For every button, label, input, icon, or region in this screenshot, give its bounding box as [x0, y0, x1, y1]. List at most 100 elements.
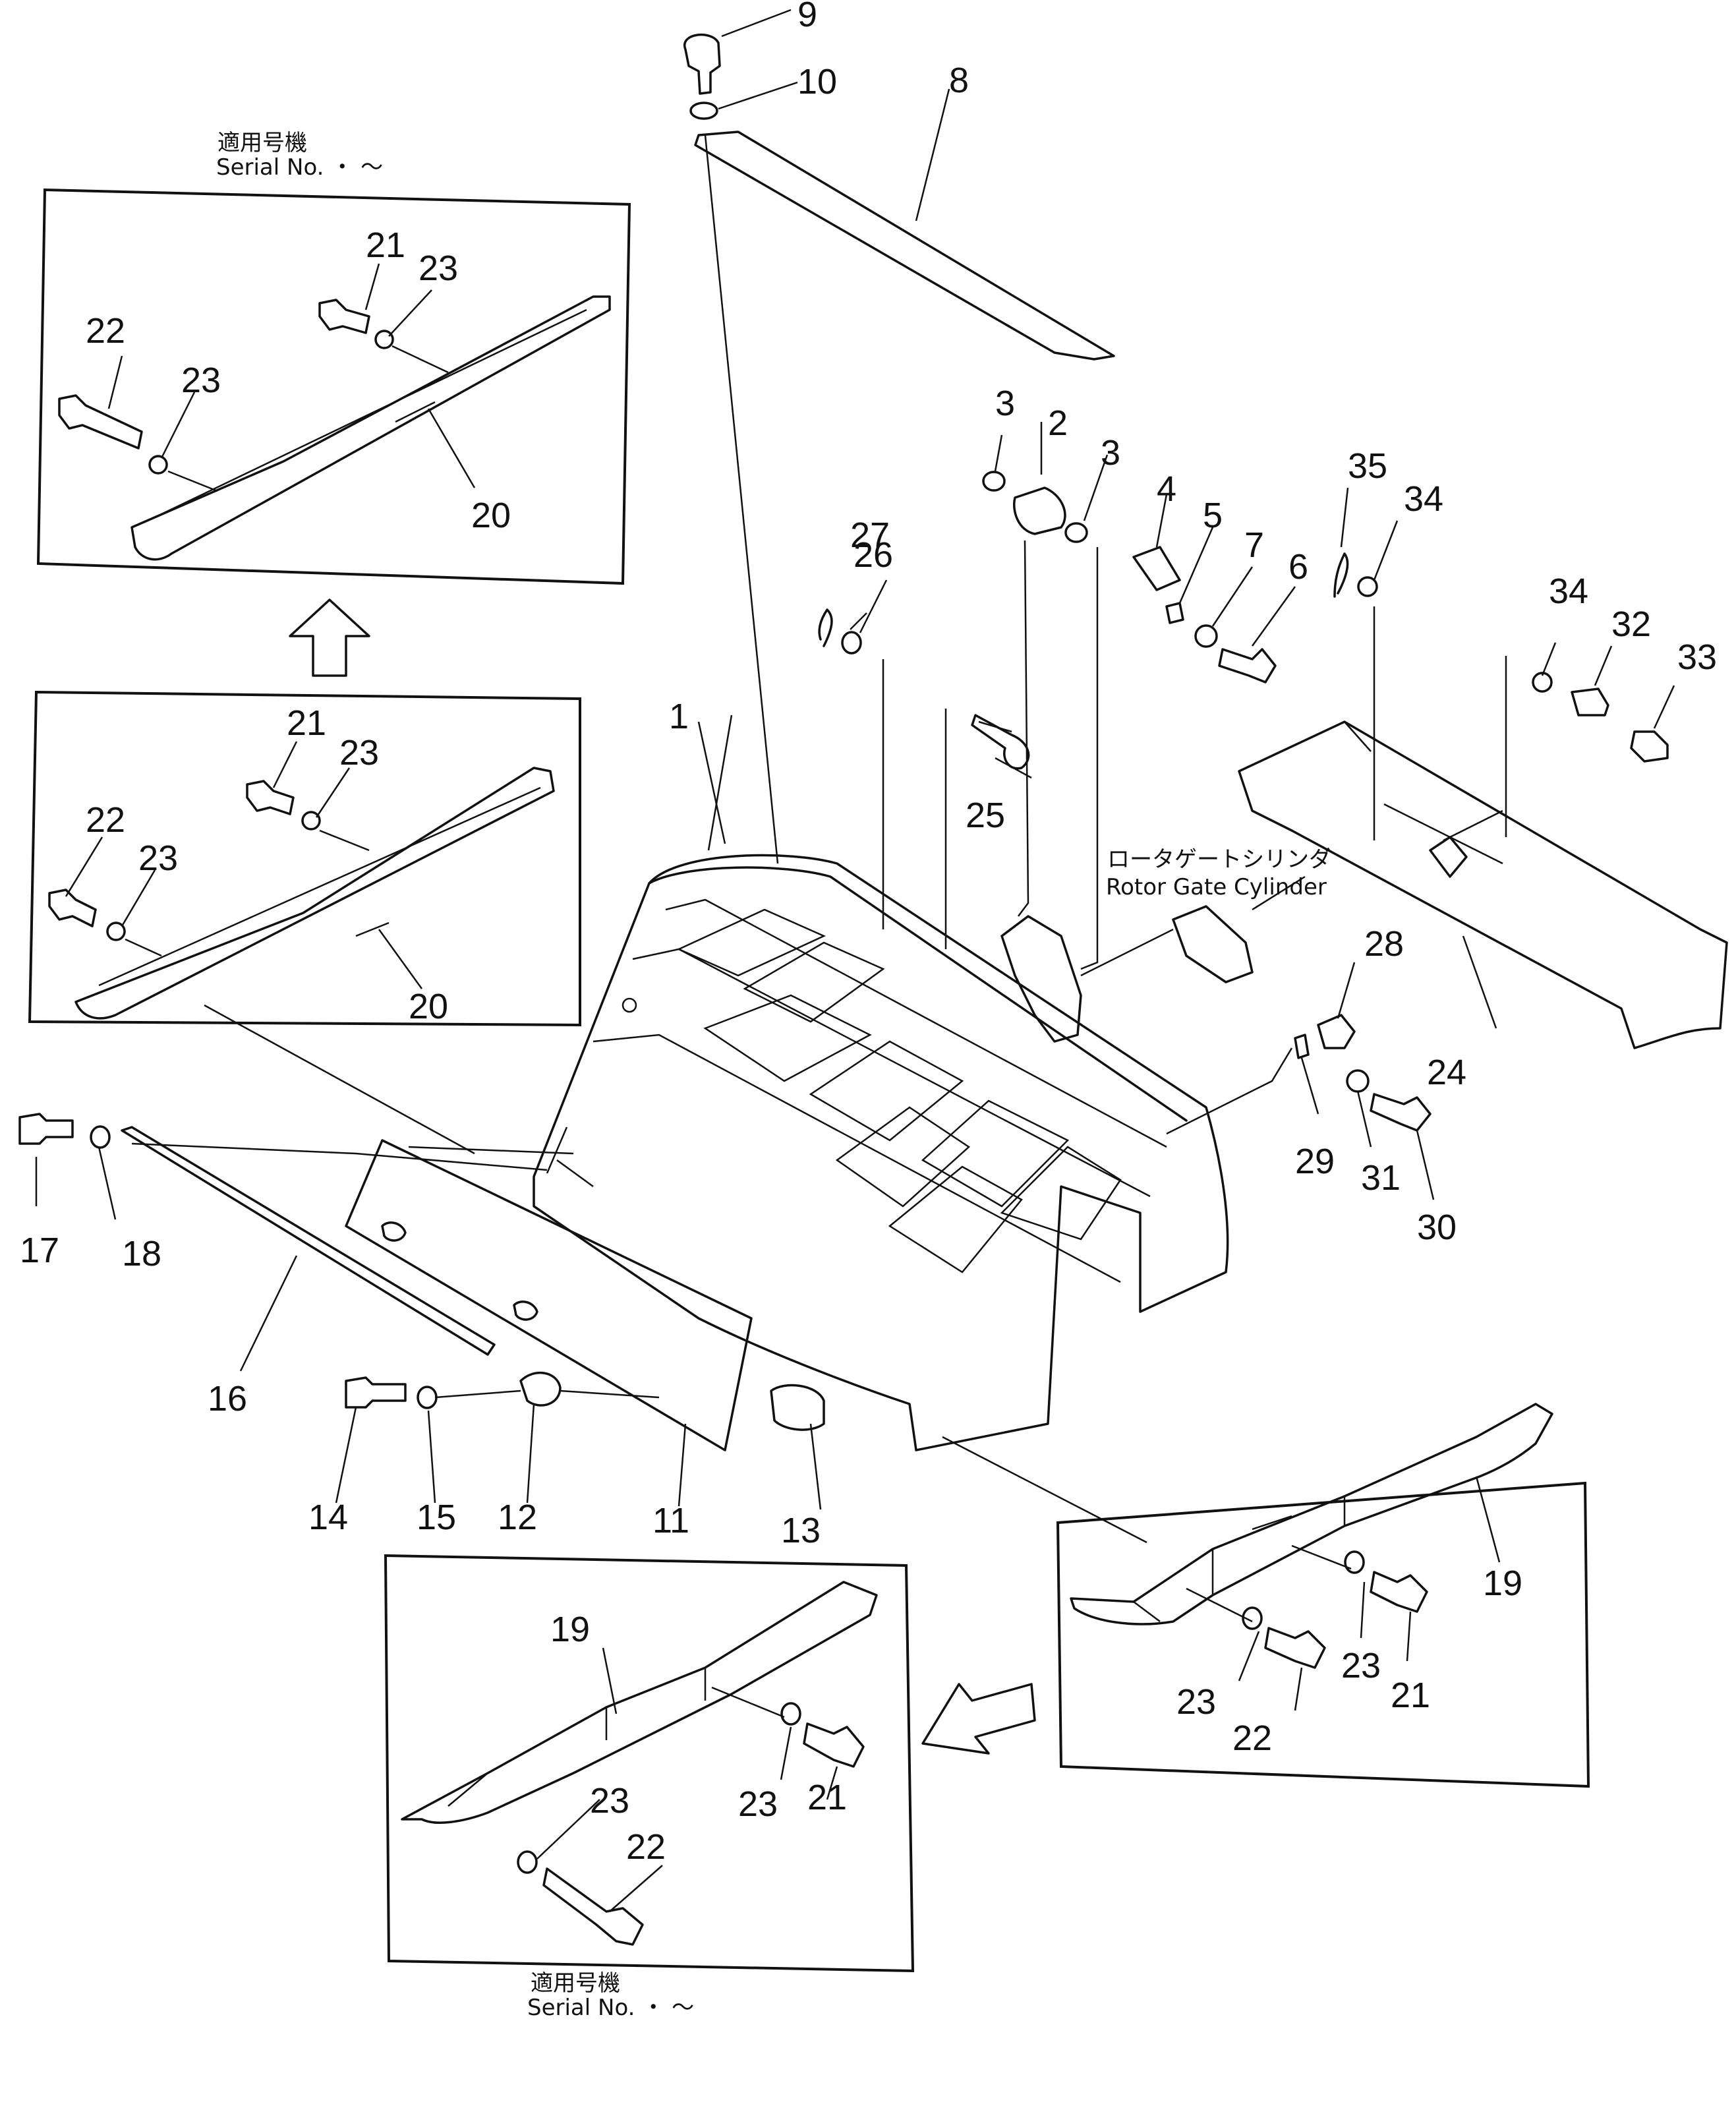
cotter-pin-icon — [1333, 552, 1349, 598]
bolt-icon — [18, 1113, 74, 1145]
bolt-icon — [48, 889, 97, 927]
callout-numbers: 1 2 3 3 4 5 6 7 8 9 10 11 12 13 14 15 16… — [20, 0, 1717, 1867]
callout: 22 — [86, 311, 125, 351]
washer-icon — [1357, 576, 1378, 597]
callout: 23 — [339, 733, 379, 773]
callout: 20 — [409, 987, 448, 1026]
bolt-icon — [542, 1867, 644, 1946]
callout: 2 — [1048, 403, 1068, 443]
side-beam-part — [401, 1581, 878, 1824]
callout: 21 — [366, 225, 405, 265]
side-strip-part — [121, 1126, 496, 1356]
side-beam-part — [74, 767, 555, 1020]
washer-icon — [1344, 1550, 1365, 1574]
bracket-part — [1000, 915, 1082, 1043]
callout: 8 — [949, 61, 969, 100]
washer-icon — [106, 921, 126, 941]
bolt-icon — [318, 299, 370, 334]
up-arrow-icon — [289, 599, 370, 677]
rotor-gate-en-label: Rotor Gate Cylinder — [1106, 874, 1327, 900]
side-beam-part — [130, 295, 611, 561]
bushing-icon — [982, 471, 1006, 492]
washer-icon — [417, 1386, 438, 1409]
callout: 22 — [86, 800, 125, 840]
washer-icon — [1194, 624, 1218, 648]
inset-frame-middle — [28, 690, 581, 1027]
bolt-icon — [1264, 1627, 1326, 1669]
washer-icon — [689, 102, 718, 120]
callout: 21 — [287, 703, 326, 743]
rotor-gate-jp-label: ロータゲートシリンダ — [1107, 846, 1331, 873]
rotor-cover-part — [533, 854, 1229, 1451]
side-beam-part — [1070, 1403, 1553, 1625]
pin-part — [1132, 546, 1181, 591]
callout: 20 — [471, 496, 511, 535]
bolt-icon — [58, 394, 143, 450]
bolt-icon — [803, 1722, 865, 1768]
callout: 34 — [1404, 479, 1443, 519]
callout: 17 — [20, 1231, 59, 1270]
callout: 3 — [1101, 433, 1120, 473]
leader-lines — [35, 9, 1675, 1912]
washer-icon — [1532, 672, 1553, 693]
callout: 23 — [419, 249, 458, 288]
callout: 34 — [1549, 571, 1588, 611]
callout: 31 — [1361, 1158, 1401, 1198]
gate-assembly-part — [1238, 720, 1728, 1049]
washer-icon — [374, 330, 394, 349]
callout: 19 — [550, 1610, 590, 1649]
washer-icon — [517, 1850, 538, 1874]
bolt-icon — [345, 1376, 407, 1409]
bottom-serial-jp-label: 適用号機 — [531, 1970, 620, 1997]
callout: 16 — [208, 1379, 247, 1419]
washer-icon — [148, 455, 168, 475]
callout: 23 — [181, 361, 221, 400]
side-plate-part — [345, 1139, 753, 1451]
callout: 32 — [1611, 604, 1651, 644]
callout: 1 — [669, 697, 689, 736]
rubber-pad-icon — [770, 1384, 825, 1431]
bushing-icon — [1064, 522, 1088, 543]
callout: 23 — [138, 838, 178, 878]
callout: 22 — [626, 1827, 666, 1867]
mount-icon — [381, 1221, 407, 1242]
bolt-icon — [246, 780, 295, 815]
rotor-gate-cylinder-part — [1172, 905, 1254, 983]
callout: 3 — [995, 384, 1015, 423]
top-strip-part — [694, 131, 1115, 361]
top-serial-jp-label: 適用号機 — [217, 130, 307, 156]
callout: 23 — [738, 1784, 778, 1824]
down-left-arrow-icon — [921, 1683, 1036, 1755]
callout: 5 — [1203, 496, 1223, 535]
plate-icon — [1294, 1034, 1310, 1059]
washer-icon — [780, 1702, 801, 1726]
callout: 11 — [652, 1501, 689, 1540]
bolt-icon — [683, 33, 721, 95]
callout: 21 — [807, 1778, 847, 1817]
callout: 24 — [1427, 1053, 1466, 1092]
top-serial-en-label: Serial No. ・ ～ — [216, 154, 383, 181]
callout: 23 — [1176, 1682, 1216, 1722]
bolt-icon — [1218, 648, 1277, 684]
bolt-icon — [1370, 1093, 1432, 1132]
inset-frame-top — [36, 188, 631, 585]
mount-icon — [513, 1301, 538, 1321]
callout: 27 — [850, 515, 890, 555]
inset-frame-right — [1056, 1481, 1590, 1788]
callout: 21 — [1391, 1676, 1430, 1715]
callout: 28 — [1364, 924, 1404, 964]
callout: 25 — [966, 796, 1005, 835]
nut-icon — [1630, 730, 1669, 763]
clevis-icon — [1429, 836, 1468, 878]
washer-icon — [301, 811, 321, 831]
mount-icon — [519, 1371, 562, 1407]
callout: 13 — [781, 1511, 821, 1550]
bottom-serial-en-label: Serial No. ・ ～ — [527, 1995, 694, 2021]
callout: 7 — [1244, 525, 1264, 565]
washer-icon — [90, 1125, 111, 1149]
inset-frame-bottom — [384, 1554, 915, 1973]
pin-part — [1571, 687, 1609, 717]
plate-icon — [1165, 602, 1184, 624]
callout: 9 — [797, 0, 817, 34]
